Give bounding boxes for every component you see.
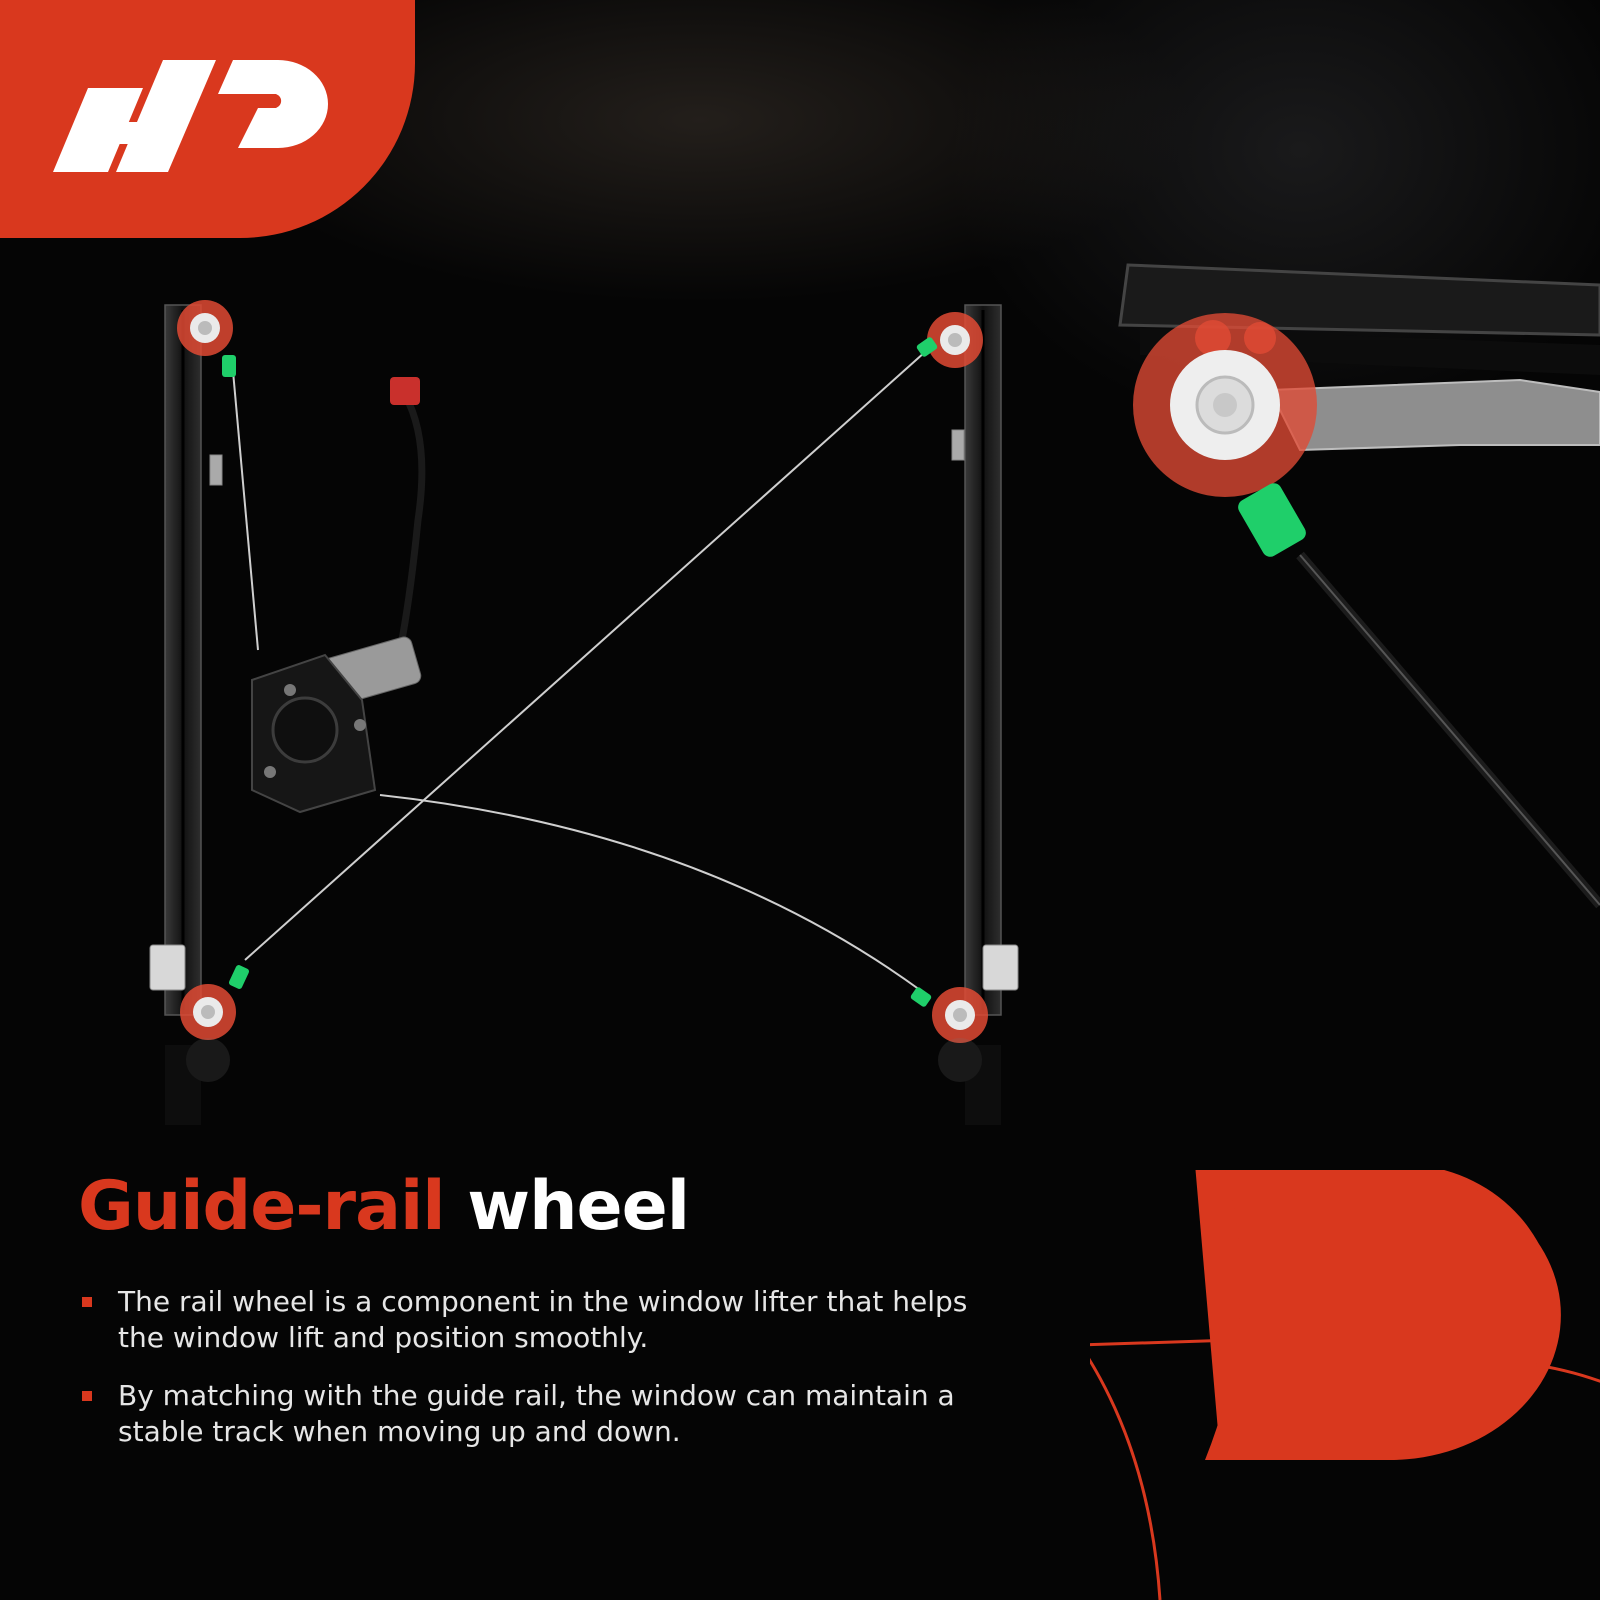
decorative-d-shape <box>1090 1170 1600 1600</box>
rail-end-brackets <box>149 429 1019 991</box>
list-item-text: The rail wheel is a component in the win… <box>118 1285 968 1354</box>
cable-clips <box>222 337 938 1007</box>
wheel-closeup <box>1118 263 1600 909</box>
window-regulator-diagram <box>149 300 1019 1125</box>
brand-logo <box>53 60 328 172</box>
brand-corner <box>0 0 415 238</box>
headline-accent: Guide-rail <box>78 1167 446 1246</box>
diagram-reflection <box>165 1038 1001 1125</box>
headline-plain: wheel <box>467 1167 690 1246</box>
left-guide-rail <box>164 304 202 1016</box>
list-item-text: By matching with the guide rail, the win… <box>118 1379 955 1448</box>
connector-plug-icon <box>390 377 420 405</box>
square-bullet-icon <box>82 1391 92 1401</box>
wire-harness <box>390 377 426 651</box>
rail-wheel-icon <box>177 300 233 356</box>
rail-wheel-icon <box>180 984 236 1040</box>
square-bullet-icon <box>82 1297 92 1307</box>
list-item: By matching with the guide rail, the win… <box>78 1378 978 1450</box>
rail-wheel-icon <box>927 312 983 368</box>
feature-list: The rail wheel is a component in the win… <box>78 1284 978 1472</box>
cable-clip <box>1238 483 1306 557</box>
rail-wheel-icon <box>932 987 988 1043</box>
headline: Guide-rail wheel <box>78 1162 690 1252</box>
motor-icon <box>251 636 422 814</box>
lift-cables <box>231 351 926 991</box>
list-item: The rail wheel is a component in the win… <box>78 1284 978 1356</box>
